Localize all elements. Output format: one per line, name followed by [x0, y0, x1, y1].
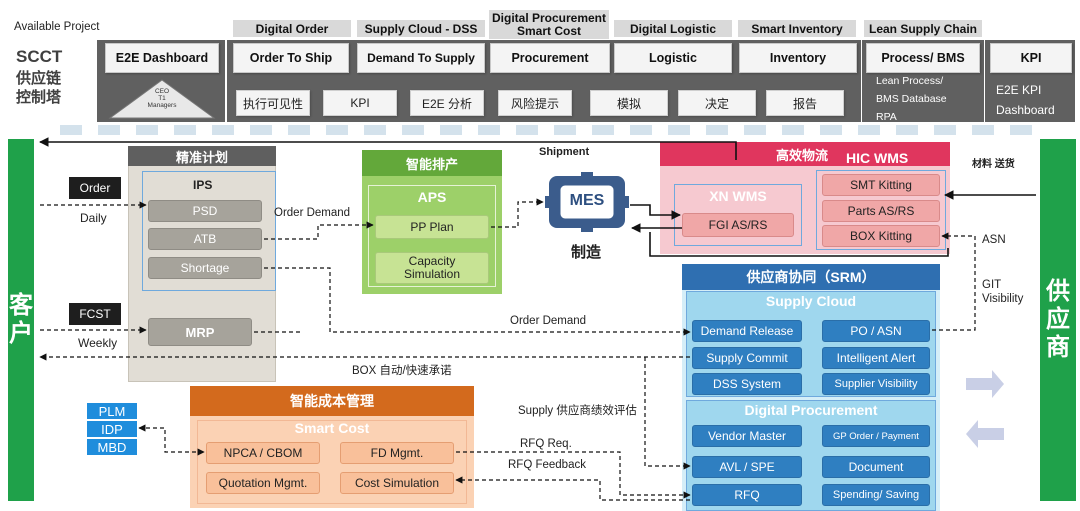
- group-digital-logistic: Digital Logistic: [614, 20, 732, 37]
- logistic-button[interactable]: Logistic: [614, 43, 732, 73]
- supplier-visibility-box[interactable]: Supplier Visibility: [822, 373, 930, 395]
- shortage-box[interactable]: Shortage: [148, 257, 262, 279]
- box-kitting-box[interactable]: BOX Kitting: [822, 225, 940, 247]
- daily-label: Daily: [80, 211, 107, 225]
- order-demand-label-1: Order Demand: [274, 207, 351, 219]
- smart-cost-title: 智能成本管理: [190, 386, 474, 416]
- npca-cbom-box[interactable]: NPCA / CBOM: [206, 442, 320, 464]
- order-box: Order: [69, 177, 121, 199]
- box-commit-label: BOX 自动/快速承诺: [352, 365, 452, 377]
- customer-bar: 客 户: [8, 139, 34, 501]
- quotation-mgmt-box[interactable]: Quotation Mgmt.: [206, 472, 320, 494]
- sub-simulation[interactable]: 模拟: [590, 90, 668, 116]
- supply-eval-label: Supply 供应商绩效评估: [518, 405, 637, 417]
- lean-note-1: Lean Process/: [876, 75, 944, 87]
- document-box[interactable]: Document: [822, 456, 930, 478]
- scct-panel: SCCT 供应链 控制塔: [10, 41, 96, 119]
- sub-kpi[interactable]: KPI: [323, 90, 397, 116]
- asn-label: ASN: [982, 234, 1006, 246]
- rfq-feedback-label: RFQ Feedback: [508, 459, 586, 471]
- materials-delivery-label: 材料 送货: [972, 159, 1015, 170]
- po-asn-box[interactable]: PO / ASN: [822, 320, 930, 342]
- aps-label: APS: [417, 189, 447, 205]
- inventory-button[interactable]: Inventory: [739, 43, 857, 73]
- header-divider: [60, 125, 1040, 135]
- mes-label: MES: [569, 192, 605, 209]
- mbd-box[interactable]: MBD: [87, 439, 137, 455]
- dss-system-box[interactable]: DSS System: [692, 373, 802, 395]
- vendor-master-box[interactable]: Vendor Master: [692, 425, 802, 447]
- supply-cloud-label: Supply Cloud: [765, 293, 857, 309]
- intelligent-alert-box[interactable]: Intelligent Alert: [822, 347, 930, 369]
- procurement-button[interactable]: Procurement: [490, 43, 610, 73]
- gp-order-payment-box[interactable]: GP Order / Payment: [822, 425, 930, 447]
- aps-title: 智能排产: [362, 150, 502, 176]
- capacity-simulation-box[interactable]: Capacity Simulation: [375, 252, 489, 284]
- scct-cn-title: 供应链 控制塔: [16, 70, 62, 106]
- group-supply-cloud: Supply Cloud - DSS: [357, 20, 485, 37]
- mrp-box[interactable]: MRP: [148, 318, 252, 346]
- customer-bar-label: 客 户: [9, 292, 33, 347]
- available-project-label: Available Project: [14, 21, 100, 33]
- smart-cost-subtitle: Smart Cost: [294, 420, 370, 436]
- lean-note-3: RPA: [876, 111, 897, 123]
- kpi-button[interactable]: KPI: [990, 43, 1072, 73]
- management-pyramid: CEO T1 Managers: [104, 78, 220, 120]
- rfq-req-label: RFQ Req.: [520, 438, 572, 450]
- group-lean-supply-chain: Lean Supply Chain: [864, 20, 982, 37]
- mes-gear-icon: MES: [545, 172, 629, 232]
- supply-commit-box[interactable]: Supply Commit: [692, 347, 802, 369]
- rfq-box[interactable]: RFQ: [692, 484, 802, 506]
- sub-report[interactable]: 报告: [766, 90, 844, 116]
- supplier-bar-label: 供 应 商: [1046, 278, 1070, 361]
- smt-kitting-box[interactable]: SMT Kitting: [822, 174, 940, 196]
- weekly-label: Weekly: [78, 336, 118, 350]
- kpi-note-1: E2E KPI: [996, 83, 1042, 97]
- git-visibility-label: GIT Visibility: [982, 279, 1024, 305]
- demand-release-box[interactable]: Demand Release: [692, 320, 802, 342]
- manufacturing-label: 制造: [571, 244, 602, 261]
- shipment-label: Shipment: [539, 146, 590, 158]
- spending-saving-box[interactable]: Spending/ Saving: [822, 484, 930, 506]
- e2e-dashboard-button[interactable]: E2E Dashboard: [105, 43, 219, 73]
- fd-mgmt-box[interactable]: FD Mgmt.: [340, 442, 454, 464]
- sub-decision[interactable]: 决定: [678, 90, 756, 116]
- sub-execution-visibility[interactable]: 执行可见性: [236, 90, 310, 116]
- sub-e2e-analysis[interactable]: E2E 分析: [410, 90, 484, 116]
- parts-asrs-box[interactable]: Parts AS/RS: [822, 200, 940, 222]
- srm-title: 供应商协同（SRM）: [682, 264, 940, 290]
- order-to-ship-button[interactable]: Order To Ship: [233, 43, 349, 73]
- pp-plan-box[interactable]: PP Plan: [375, 215, 489, 239]
- pyramid-label: CEO T1 Managers: [147, 88, 177, 109]
- planning-title: 精准计划: [128, 146, 276, 166]
- group-digital-order: Digital Order: [233, 20, 351, 37]
- order-demand-label-2: Order Demand: [510, 315, 587, 327]
- kpi-note-2: Dashboard: [996, 103, 1055, 117]
- psd-box[interactable]: PSD: [148, 200, 262, 222]
- supplier-bar: 供 应 商: [1040, 139, 1076, 501]
- process-bms-button[interactable]: Process/ BMS: [866, 43, 980, 73]
- avl-spe-box[interactable]: AVL / SPE: [692, 456, 802, 478]
- xn-wms-label: XN WMS: [709, 188, 767, 204]
- demand-to-supply-button[interactable]: Demand To Supply: [357, 43, 485, 73]
- digital-procurement-label: Digital Procurement: [744, 402, 878, 418]
- ips-label: IPS: [193, 178, 213, 192]
- scct-title: SCCT: [16, 47, 63, 66]
- cost-simulation-box[interactable]: Cost Simulation: [340, 472, 454, 494]
- group-smart-inventory: Smart Inventory: [738, 20, 856, 37]
- atb-box[interactable]: ATB: [148, 228, 262, 250]
- fgi-asrs-box[interactable]: FGI AS/RS: [682, 213, 794, 237]
- idp-box[interactable]: IDP: [87, 421, 137, 437]
- plm-box[interactable]: PLM: [87, 403, 137, 419]
- fcst-box: FCST: [69, 303, 121, 325]
- hic-wms-label: HIC WMS: [846, 150, 909, 166]
- lean-note-2: BMS Database: [876, 93, 947, 105]
- group-digital-procurement: Digital Procurement Smart Cost: [489, 10, 609, 39]
- sub-risk-alert[interactable]: 风险提示: [498, 90, 572, 116]
